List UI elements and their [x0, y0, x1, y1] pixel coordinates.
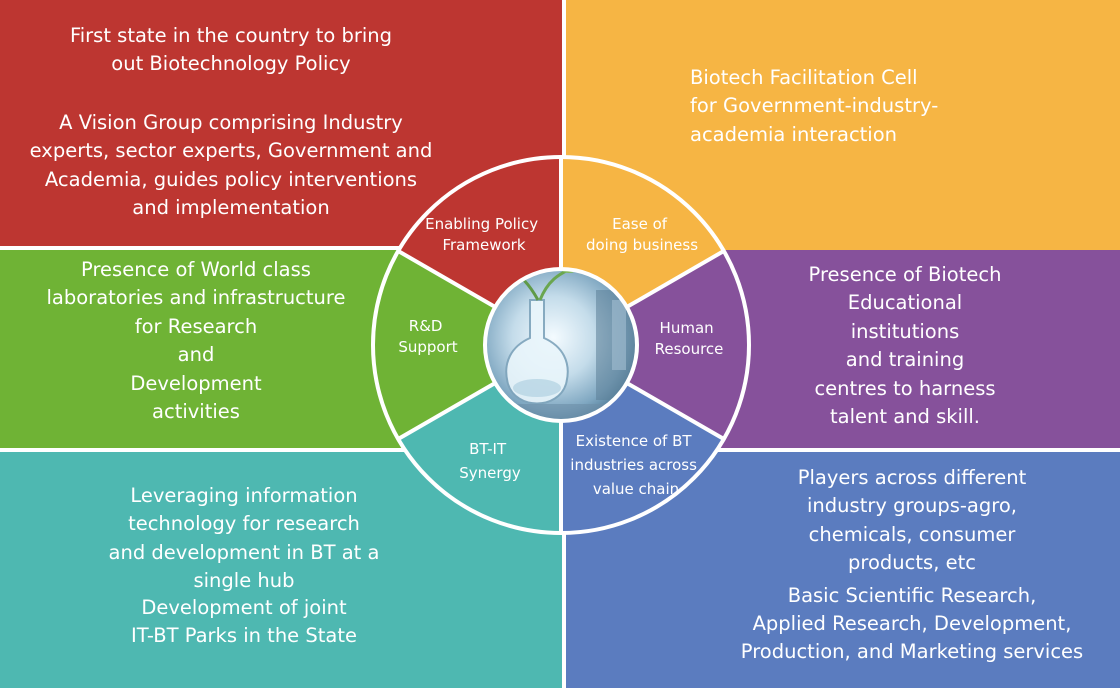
bottom-right-text: Players across different industry groups… — [712, 464, 1112, 667]
segment-enabling-policy — [398, 157, 561, 307]
industry-players-text: Players across different industry groups… — [797, 466, 1027, 575]
leveraging-it-text: Leveraging information technology for re… — [108, 484, 380, 593]
wheel-dividers — [397, 157, 725, 533]
label-bt-it-synergy: BT-IT Synergy — [459, 440, 521, 482]
mid-right-text: Presence of Biotech Educational institut… — [775, 261, 1035, 431]
world-class-labs-text: Presence of World class laboratories and… — [46, 258, 346, 424]
vision-group-text: A Vision Group comprising Industry exper… — [29, 110, 433, 220]
label-ease-of-business: Ease of doing business — [586, 215, 698, 254]
facilitation-cell-text: Biotech Facilitation Cell for Government… — [690, 66, 939, 146]
segment-bt-industries — [561, 383, 724, 533]
it-bt-parks-text: Development of joint IT-BT Parks in the … — [131, 595, 357, 648]
policy-first-state: First state in the country to bring out … — [69, 24, 393, 76]
segment-human-resource — [626, 251, 749, 439]
wheel-outer-ring — [371, 155, 751, 535]
segment-ease-of-business — [561, 157, 724, 307]
label-human-resource: Human Resource — [655, 319, 724, 358]
segment-bt-it-synergy — [398, 383, 561, 533]
wheel-inner-ring — [483, 267, 639, 423]
top-left-text: First state in the country to bring out … — [0, 22, 462, 222]
bottom-left-text: Leveraging information technology for re… — [64, 482, 424, 650]
research-services-text: Basic Scientific Research, Applied Resea… — [740, 583, 1084, 664]
mid-left-text: Presence of World class laboratories and… — [0, 256, 392, 426]
label-enabling-policy: Enabling Policy Framework — [425, 215, 543, 254]
top-right-text: Biotech Facilitation Cell for Government… — [690, 64, 990, 149]
segment-rnd-support — [373, 251, 496, 439]
label-rnd-support: R&D Support — [398, 317, 457, 356]
educational-institutions-text: Presence of Biotech Educational institut… — [808, 263, 1002, 429]
label-bt-industries: Existence of BT industries across value … — [570, 432, 701, 498]
